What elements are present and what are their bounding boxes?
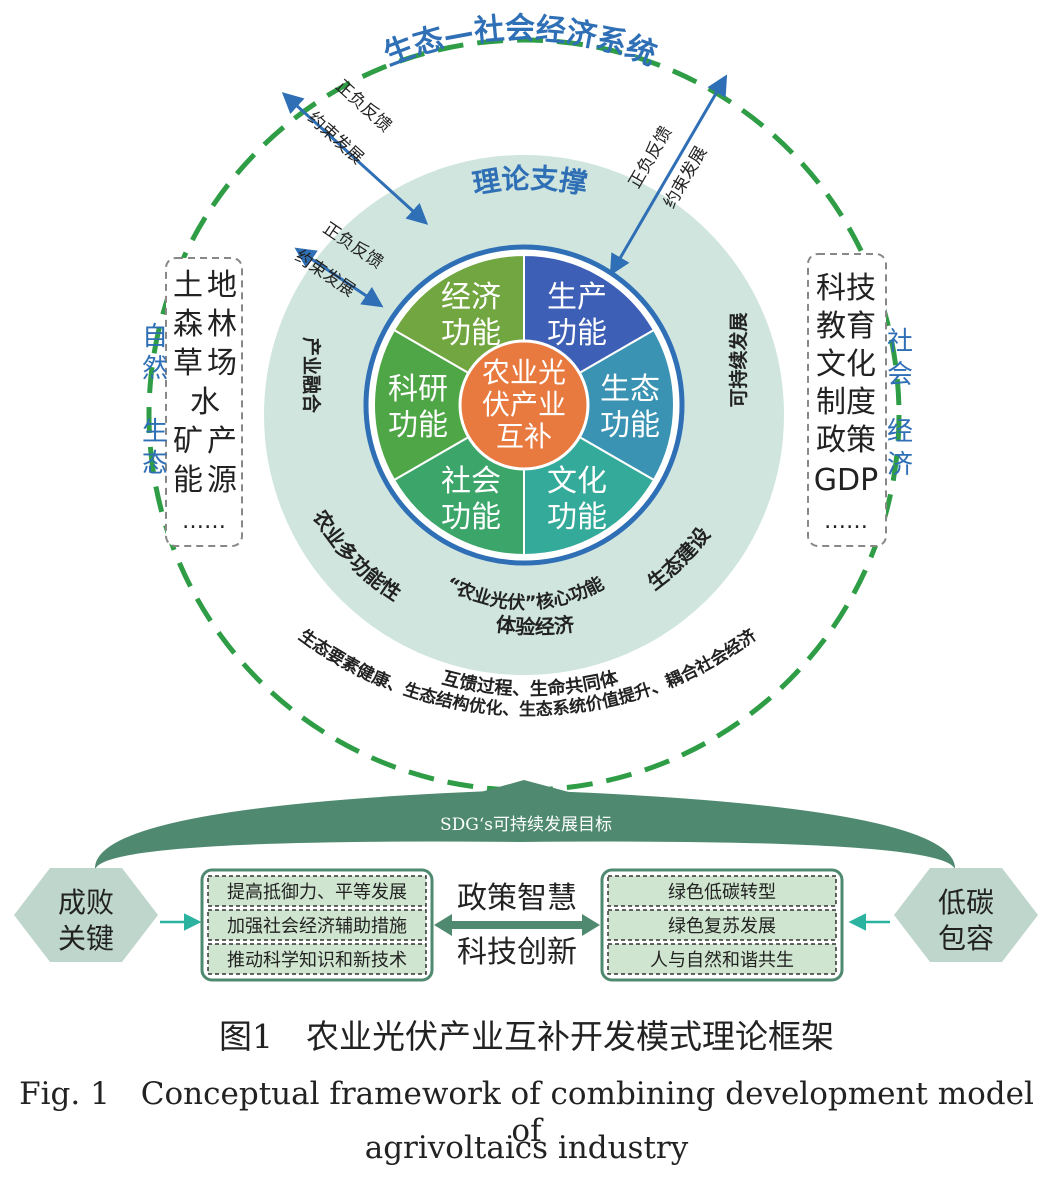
figure-caption-en-2: agrivoltaics industry [364,1130,689,1166]
left-item-4: 水 [190,385,220,420]
left-item-5b: 产 [207,424,237,459]
core-center [458,339,590,471]
leftBoxes-text-1: 加强社会经济辅助措施 [227,916,407,937]
arrow-left-inner [294,247,384,308]
core-sector-label-0-1: 功能 [547,316,607,351]
right-item-5: 政策 [816,423,876,458]
leftBoxes-text-0: 提高抵御力、平等发展 [227,882,407,903]
left-item-3b: 场 [207,346,237,381]
leftBoxes-box-2 [207,943,427,975]
left-item-6: 能 [173,463,203,498]
right-panel-title: 社 会 经 济 [887,327,913,480]
rightBoxes-text-2: 人与自然和谐共生 [650,950,794,971]
leftBoxes-text-2: 推动科学知识和新技术 [227,950,407,971]
core-sector-1 [521,328,675,482]
right-item-6: GDP [814,463,878,498]
right-title-1: 社 [887,327,913,357]
left-panel-title: 自 然 生 态 [142,322,168,479]
core-sector-label-5-1: 功能 [441,316,501,351]
outer-dashed-circle [146,37,902,793]
arrow-label-right-outer-1: 正负反馈 [625,123,676,192]
right-panel-ellipsis: …… [824,509,868,534]
left-title-2: 然 [142,354,168,384]
diagram-canvas: 生态—社会经济系统 理论支撑 产业融合 可持续发展 农业多功能性 体验经济 生态… [14,12,1038,982]
left-item-2: 森 [173,307,203,342]
figure-caption-en-1: Fig. 1 Conceptual framework of combining… [19,1076,1034,1149]
core-sector-4 [373,328,527,482]
core-sector-label-5-0: 经济 [441,280,501,315]
right-title-3: 经 [887,417,913,447]
arrow-right-outer [609,74,728,276]
core-center-line3: 互补 [496,420,552,453]
outer-title: 生态—社会经济系统 [379,12,661,73]
arrow-label-left-outer-2: 约束发展 [303,108,367,168]
sdg-peak [470,780,580,795]
left-item-1: 土 [173,268,203,303]
core-sector-label-4-0: 科研 [388,372,448,407]
left-item-2b: 林 [207,307,237,342]
left-title-3: 生 [142,417,168,447]
right-item-1: 科技 [816,271,876,306]
left-panel-items: 土 地 森 林 草 场 水 矿 产 能 源 [173,268,237,498]
core-center-line1: 农业光 [482,356,566,389]
arrow-label-left-outer-1: 正负反馈 [331,76,395,136]
left-title-4: 态 [142,449,168,479]
ring-label-sustain: 可持续发展 [727,312,750,407]
leftBoxes-box-0 [207,875,427,907]
rightBoxes-text-0: 绿色低碳转型 [668,882,776,903]
right-panel-items: 科技 教育 文化 制度 政策 GDP [814,271,878,498]
hex-left [14,868,158,962]
left-item-1b: 地 [207,268,237,303]
left-title-1: 自 [142,322,168,352]
right-item-4: 制度 [816,385,876,420]
left-panel-box [165,257,243,547]
left-item-6b: 源 [207,463,237,498]
hex-right-line1: 低碳 [938,886,994,919]
core-sector-label-2-1: 功能 [547,500,607,535]
sdg-label: SDG‘s可持续发展目标 [440,815,612,835]
core-sector-label-3-1: 功能 [441,500,501,535]
left-item-5: 矿 [173,424,203,459]
sdg-band [94,790,956,870]
core-sector-label-1-0: 生态 [600,372,660,407]
left-panel-ellipsis: …… [182,509,226,534]
core-sector-label-4-1: 功能 [388,408,448,443]
core-sector-label-0-0: 生产 [547,280,607,315]
rightBoxes-box-0 [607,875,837,907]
right-item-2: 教育 [816,309,876,344]
ring-label-experience: 体验经济 [495,612,577,639]
core-sector-label-1-1: 功能 [600,408,660,443]
ring-label-industry: 产业融合 [300,337,323,414]
center-text-2: 科技创新 [457,935,577,970]
center-double-arrow [434,914,600,936]
right-title-2: 会 [887,360,913,390]
hex-right [894,868,1038,962]
center-text-1: 政策智慧 [457,881,577,916]
right-panel-box [807,253,887,547]
core-sector-label-2-0: 文化 [547,464,607,499]
arrow-left-outer [281,92,429,225]
hex-left-line1: 成败 [58,886,114,919]
hex-left-line2: 关键 [58,922,114,955]
hex-right-line2: 包容 [938,922,994,955]
right-item-3: 文化 [816,347,876,382]
right-title-4: 济 [887,450,913,480]
leftBoxes-box-1 [207,909,427,941]
rightBoxes-text-1: 绿色复苏发展 [668,916,776,937]
rightBoxes-box-1 [607,909,837,941]
theory-ring [264,155,784,675]
core-center-line2: 伏产业 [482,388,566,421]
core-sector-label-3-0: 社会 [441,464,501,499]
left-item-3: 草 [173,346,203,381]
figure-caption-cn: 图1 农业光伏产业互补开发模式理论框架 [219,1017,834,1056]
rightBoxes-box-2 [607,943,837,975]
